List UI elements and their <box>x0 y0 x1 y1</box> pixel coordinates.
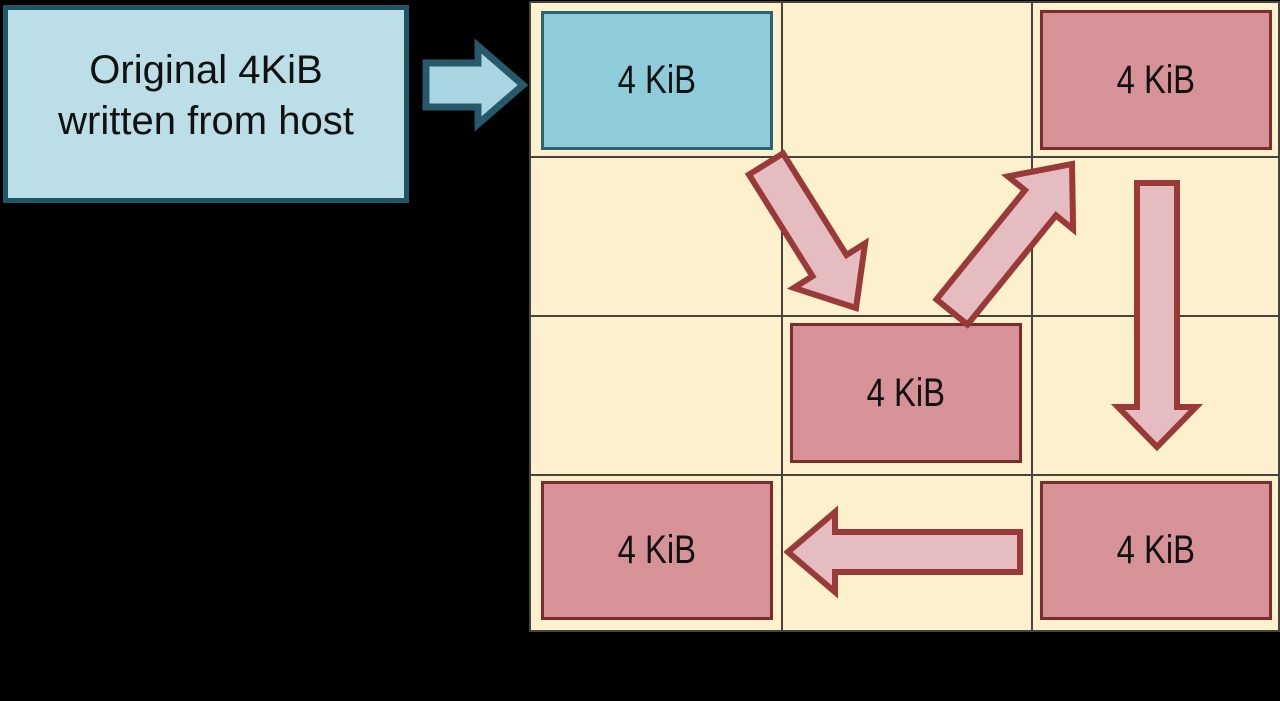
flash-cell <box>1033 158 1278 315</box>
flash-cell <box>1033 317 1278 474</box>
page-label: 4 KiB <box>866 370 946 415</box>
flash-cell <box>783 3 1031 156</box>
page-copy-4: 4 KiB <box>1040 481 1272 620</box>
page-label: 4 KiB <box>617 58 697 102</box>
page-copy-1: 4 KiB <box>1040 10 1272 150</box>
host-write-box: Original 4KiB written from host <box>3 5 409 203</box>
page-original: 4 KiB <box>541 11 773 150</box>
flash-cell <box>531 317 781 474</box>
page-label: 4 KiB <box>1116 528 1196 572</box>
page-label: 4 KiB <box>617 528 697 572</box>
flash-cell <box>783 476 1031 630</box>
flash-cell <box>531 158 781 315</box>
host-write-label: Original 4KiB written from host <box>58 48 354 143</box>
flash-cell <box>783 158 1031 315</box>
page-copy-3: 4 KiB <box>541 481 773 620</box>
page-copy-2: 4 KiB <box>790 323 1022 463</box>
host-write-arrow <box>422 38 529 132</box>
page-label: 4 KiB <box>1116 57 1196 102</box>
